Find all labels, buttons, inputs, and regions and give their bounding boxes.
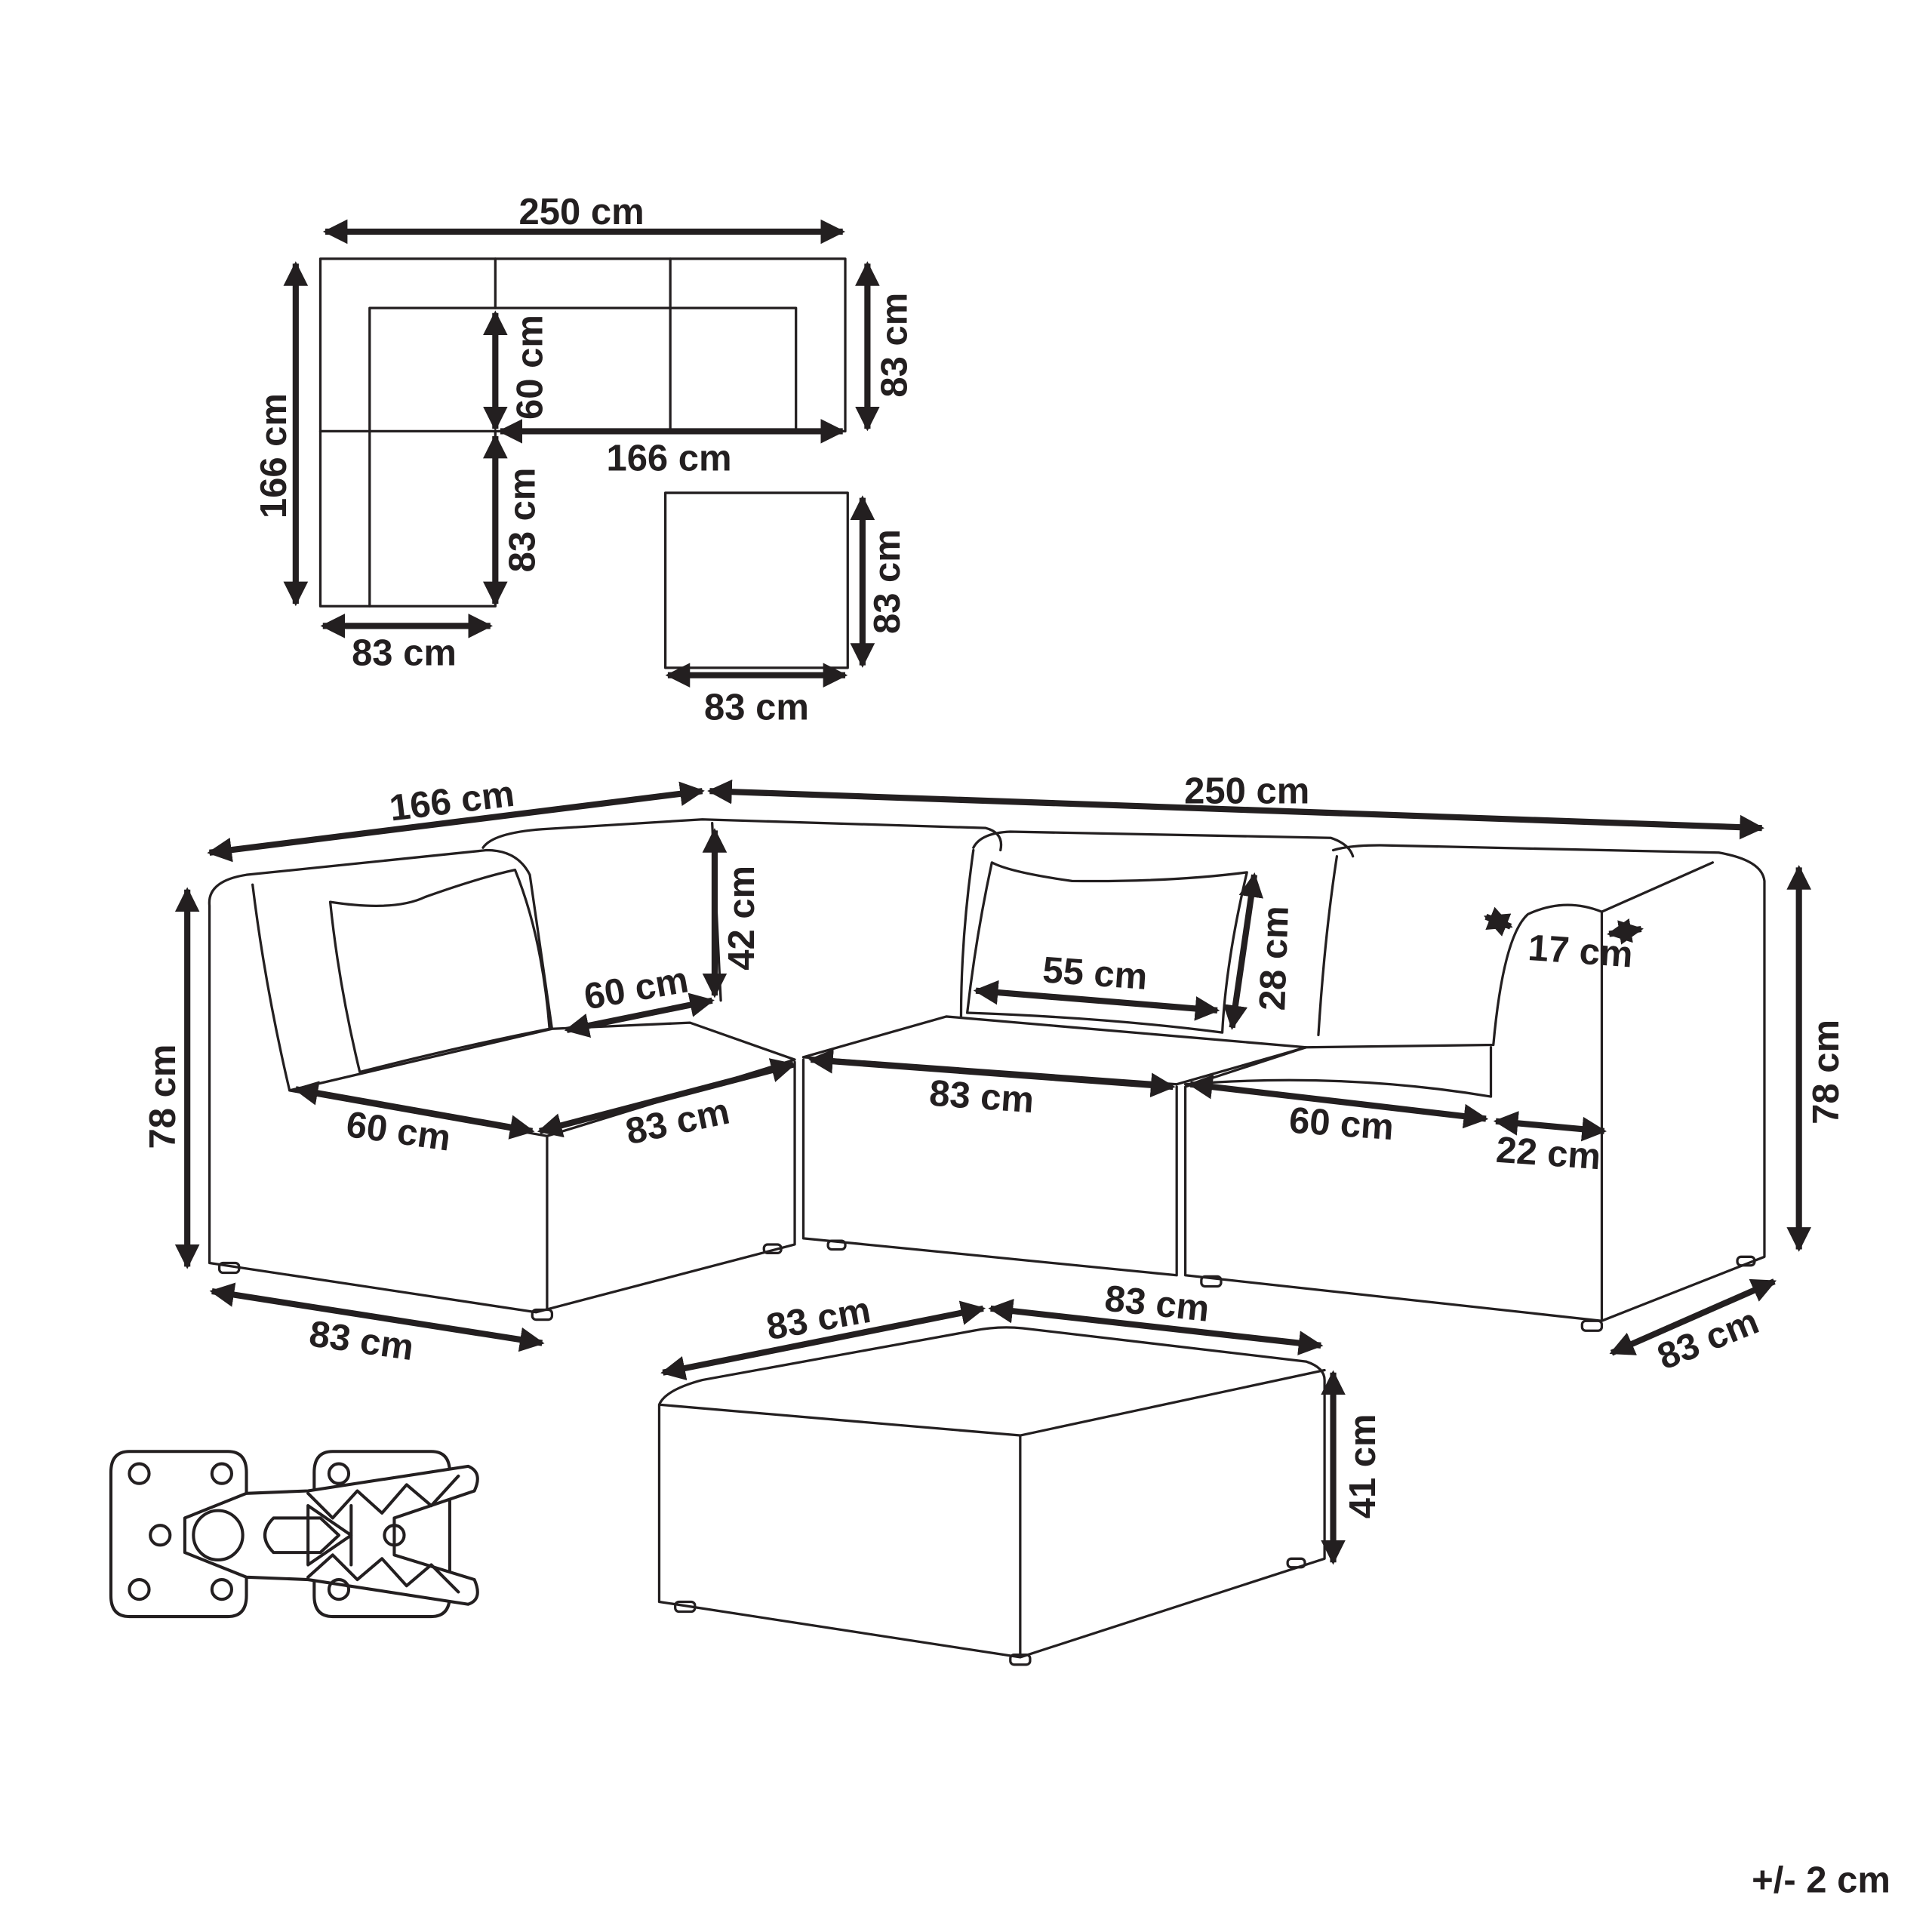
sofa-feet: [217, 1239, 1756, 1332]
dim-total-depth: 166 cm: [254, 393, 294, 518]
dim-inner-width: 166 cm: [606, 438, 731, 479]
connector-plate-right: [312, 1450, 451, 1619]
dim-left-length: 166 cm: [387, 774, 516, 829]
dim-arrow: [1187, 1074, 1489, 1129]
dim-arm-width: 22 cm: [1495, 1130, 1602, 1178]
connector-hole: [192, 1509, 245, 1561]
plan-ottoman: [664, 491, 849, 669]
plan-dividers: [318, 257, 672, 433]
middle-module: [481, 818, 1308, 1277]
dim-arrow: [1493, 1111, 1607, 1142]
sofa-view: 166 cm 250 cm 78 cm 42 cm 60 cm 60 cm 83…: [143, 771, 1847, 1666]
dim-total-width: 250 cm: [519, 192, 645, 232]
connector-slot: [263, 1516, 341, 1555]
dim-arrow: [1607, 918, 1644, 945]
dim-arm-top: 17 cm: [1527, 928, 1634, 976]
dim-height-right: 78 cm: [1806, 1020, 1847, 1124]
dim-back-depth: 83 cm: [875, 293, 915, 398]
dim-cushion-height: 28 cm: [1252, 905, 1297, 1011]
dim-cushion-width: 55 cm: [1041, 949, 1149, 998]
dim-arrow: [660, 1300, 986, 1381]
dim-ottoman-width: 83 cm: [704, 687, 809, 728]
dim-arrow: [1223, 872, 1263, 1030]
connector-clip-detail: [109, 1450, 479, 1619]
connector-clip: [183, 1464, 479, 1606]
dim-arrow: [207, 781, 705, 863]
ottoman-feet: [674, 1557, 1306, 1666]
floor-plan: 250 cm 166 cm 83 cm 60 cm 166 cm 83 cm 8…: [254, 192, 915, 728]
dim-height-left: 78 cm: [143, 1044, 183, 1149]
dim-corner-seat-width: 83 cm: [622, 1091, 733, 1153]
dim-arrow: [707, 779, 1764, 840]
dim-arrow: [537, 1058, 796, 1138]
dim-arrow: [1609, 1278, 1777, 1356]
tolerance-note: +/- 2 cm: [1752, 1860, 1890, 1901]
dim-ottoman-depth: 83 cm: [867, 529, 908, 634]
dim-ottoman-width-left: 83 cm: [764, 1290, 874, 1348]
dim-side-depth: 83 cm: [503, 468, 543, 573]
ottoman: [657, 1326, 1326, 1659]
dim-arrow: [209, 1282, 545, 1352]
connector-teeth: [306, 1474, 460, 1594]
dim-arrow: [988, 1298, 1324, 1355]
dim-back-length: 250 cm: [1184, 771, 1309, 811]
dim-arrow: [1483, 906, 1513, 937]
dim-middle-seat-width: 83 cm: [928, 1073, 1035, 1121]
right-corner-module: [972, 830, 1766, 1322]
dim-seat-depth: 60 cm: [509, 315, 550, 420]
dim-arrow: [808, 1048, 1176, 1098]
dim-module-width: 83 cm: [352, 633, 457, 674]
left-corner-module: [208, 848, 796, 1314]
dim-arrow: [564, 992, 715, 1038]
plan-inner-line: [368, 306, 798, 608]
dim-back-height: 42 cm: [721, 866, 762, 971]
dim-ottoman-height: 41 cm: [1343, 1414, 1383, 1518]
dim-arrow: [973, 980, 1220, 1021]
connector-plate-left: [109, 1450, 248, 1619]
dim-right-seat-depth: 60 cm: [1287, 1100, 1395, 1149]
dim-arrow: [293, 1081, 535, 1140]
screw-icons: [128, 1462, 406, 1601]
left-cushion: [328, 869, 551, 1074]
